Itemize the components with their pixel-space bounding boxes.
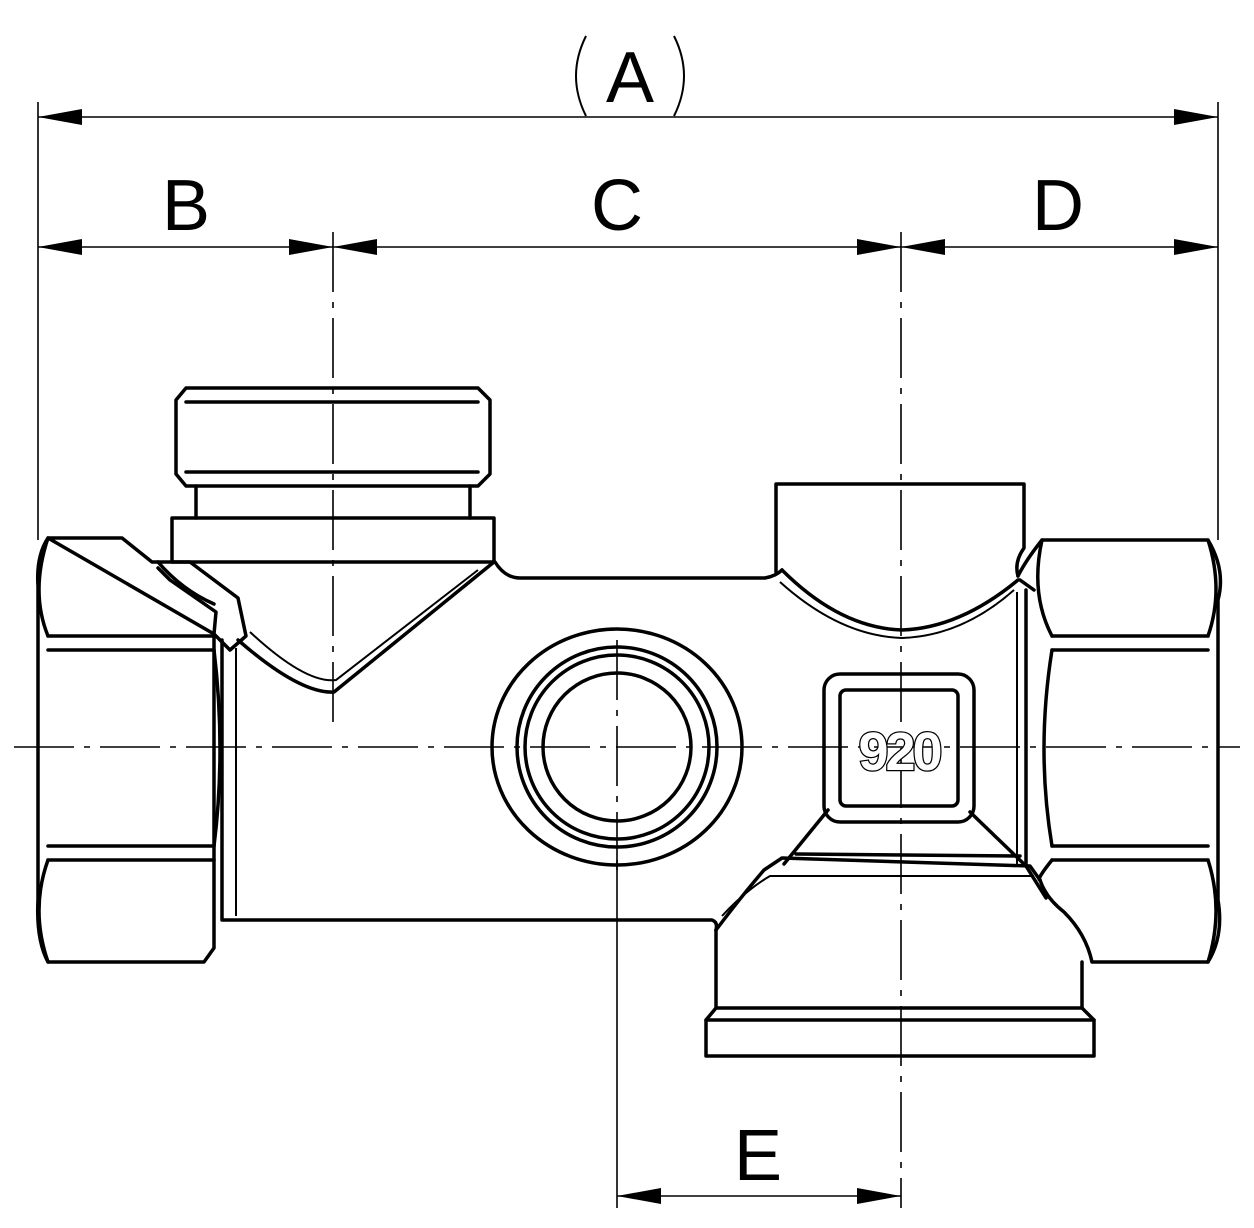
top-port-cap [174,386,492,488]
right-hex-nut-joints [1018,578,1048,900]
side-port-ring-3 [523,653,711,841]
top-port-cap-bands [184,400,480,474]
top-right-port-saddle-inner [779,581,1015,640]
arrow-a-right [1174,109,1218,125]
arrow-c-left [333,239,377,255]
bottom-port-flange [704,1006,1096,1058]
left-hex-nut-chamfers [37,536,50,964]
paren-right [673,35,685,117]
bottom-port-sides [714,928,1084,1010]
side-port-ring-2 [515,645,719,849]
right-hex-nut [1016,538,1223,964]
dimension-lines [37,35,1219,1208]
side-port [490,627,744,867]
marking-text: 920 [858,722,940,782]
bottom-port-saddle-inner [721,875,1034,917]
valve-body: 920 [35,386,1223,1058]
side-port-outer-ring [490,627,744,867]
arrow-d-right [1174,239,1218,255]
left-hex-nut-facets [46,634,216,862]
arrow-e-right [857,1188,901,1204]
main-body-top [493,560,784,580]
arrow-c-right [857,239,901,255]
marking-plate-outer [822,672,976,824]
arrow-b-left [38,239,82,255]
right-hex-nut-curves [1036,538,1218,964]
arrow-a-left [38,109,82,125]
arrow-e-left [617,1188,661,1204]
centerlines [14,232,1240,1208]
top-right-port [774,482,1026,578]
bottom-port-saddle [714,856,1042,932]
side-port-bore [541,671,693,823]
label-b: B [162,166,210,246]
top-port-saddle [156,560,496,694]
label-e: E [734,1116,782,1196]
arrow-d-left [901,239,945,255]
left-hex-nut [35,536,248,964]
bottom-port-webs [782,808,1028,868]
label-d: D [1032,166,1084,246]
marking-plate: 920 [822,672,976,824]
top-right-port-saddle [780,568,1020,632]
right-hex-nut-facets [1050,634,1210,862]
label-a: A [606,38,654,118]
top-port-neck [194,484,472,520]
arrow-b-right [289,239,333,255]
label-c: C [591,166,643,246]
paren-left [575,35,587,117]
top-port-saddle-inner [249,569,479,682]
left-hex-nut-curve [212,648,222,848]
marking-plate-inner [838,688,960,808]
